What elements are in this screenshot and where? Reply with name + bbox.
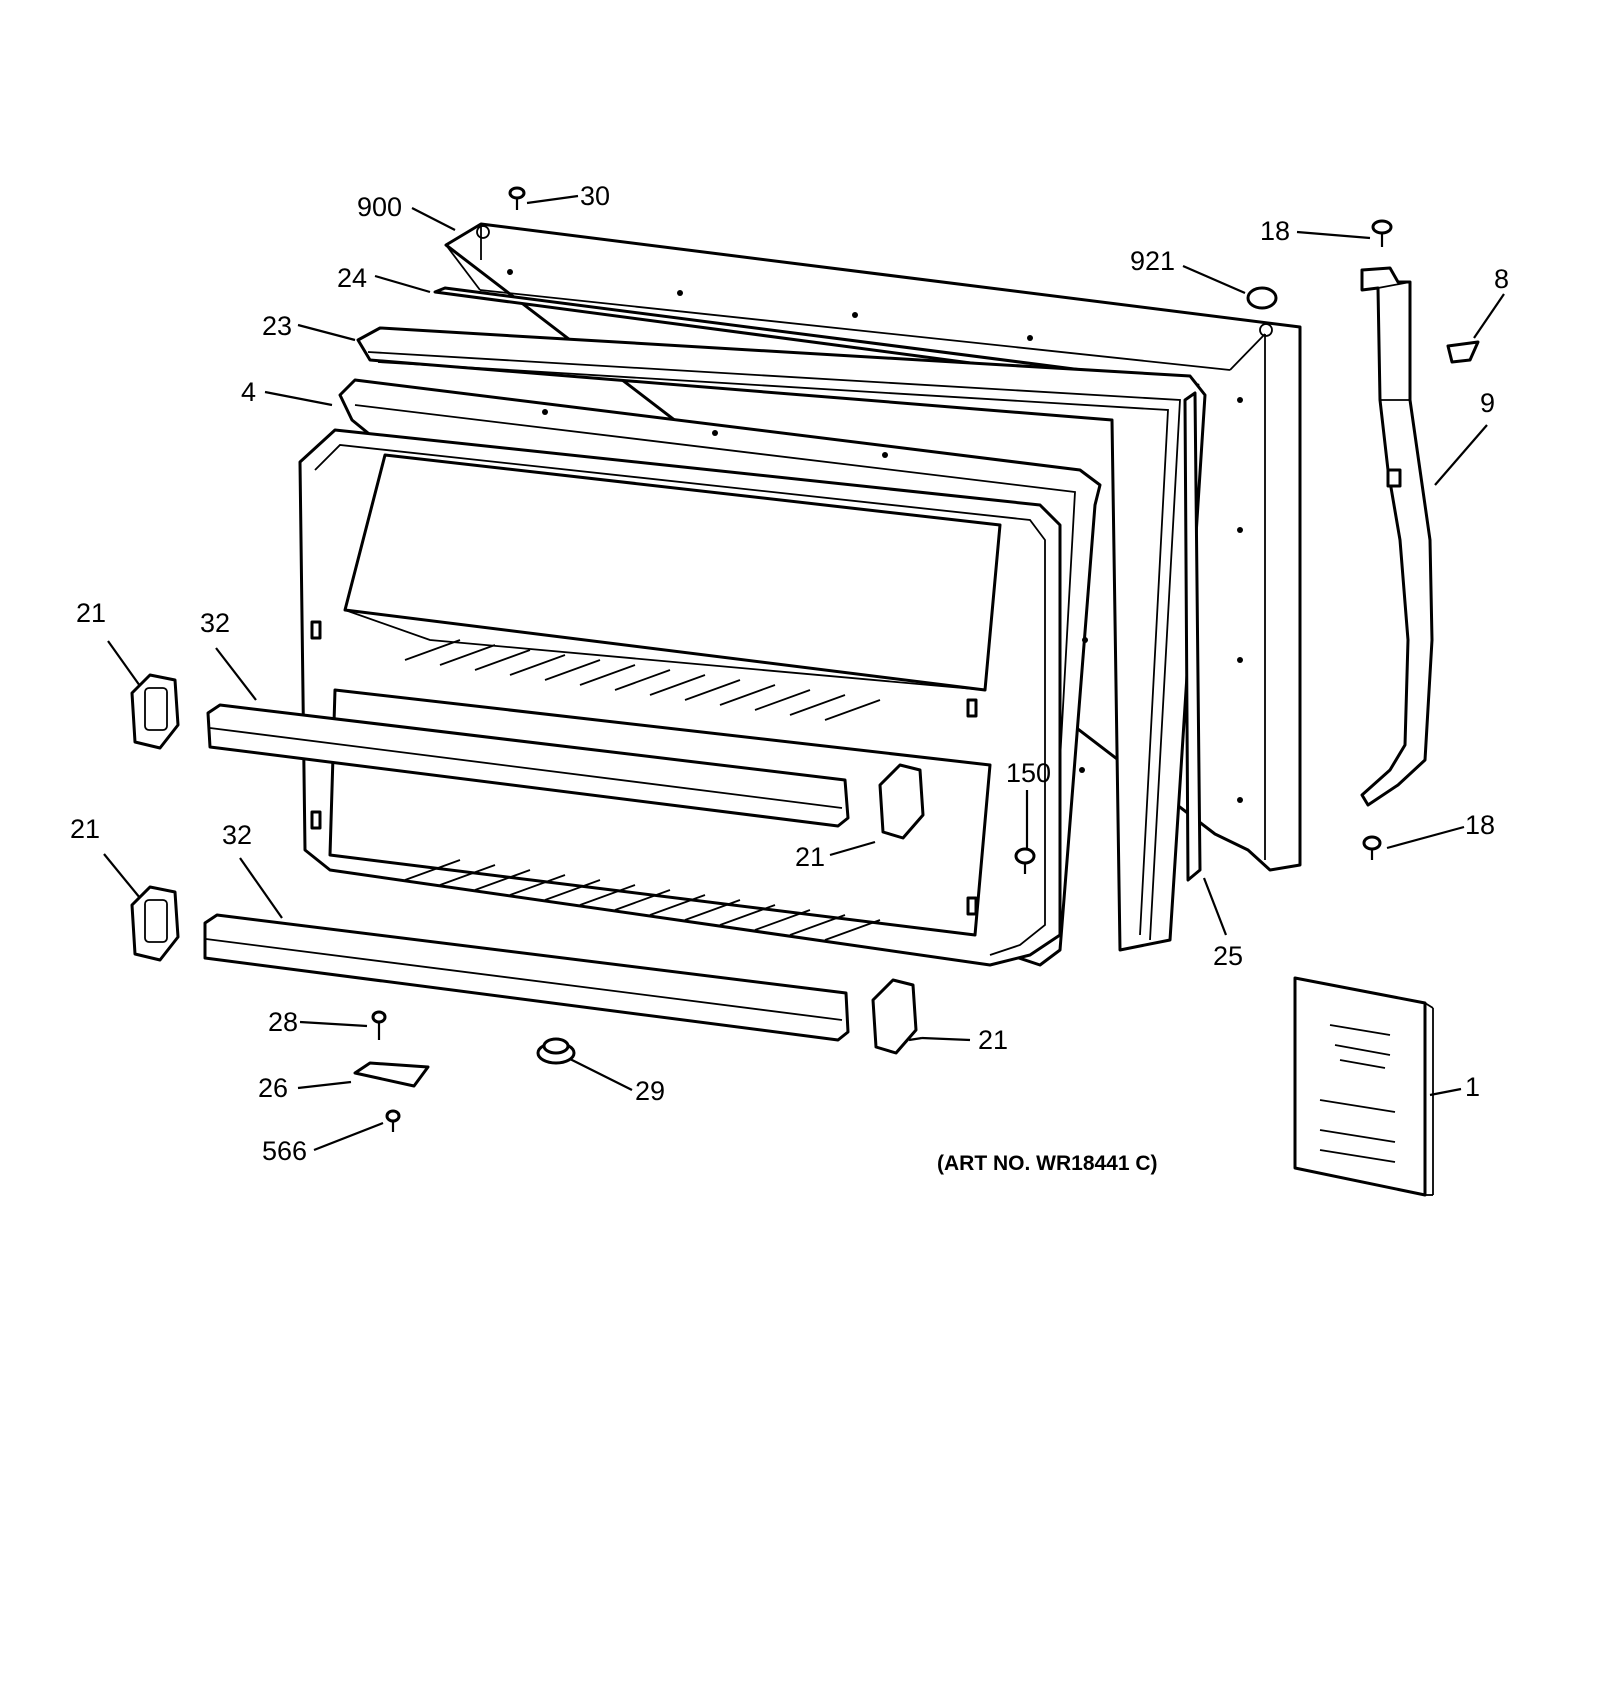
door-gasket (356, 326, 1207, 952)
callout-900: 900 (357, 192, 402, 222)
callout-21-middle: 21 (795, 842, 825, 872)
leader-lines (103, 194, 1505, 1152)
owners-manual-booklet (1293, 976, 1434, 1197)
screw-icon (508, 186, 526, 210)
screw-icon (1362, 835, 1382, 860)
callout-4: 4 (241, 377, 256, 407)
plug-button (536, 1037, 576, 1065)
shelf-end-cap (878, 763, 925, 840)
callout-30: 30 (580, 181, 610, 211)
door-shelf-bar-lower (203, 913, 850, 1042)
shelf-end-cap (130, 885, 180, 962)
shelf-end-cap (871, 978, 918, 1055)
callout-25: 25 (1213, 941, 1243, 971)
callout-921: 921 (1130, 246, 1175, 276)
callout-21-lower-left: 21 (70, 814, 100, 844)
side-seal-strip (1183, 391, 1202, 882)
shelf-end-cap (130, 673, 180, 750)
callout-18-bottom: 18 (1465, 810, 1495, 840)
screw-icon (371, 1010, 387, 1040)
handle-clip (1446, 340, 1480, 364)
screw-icon (1014, 847, 1036, 874)
callout-29: 29 (635, 1076, 665, 1106)
plug-button (1246, 286, 1278, 310)
callout-28: 28 (268, 1007, 298, 1037)
callout-32-lower: 32 (222, 820, 252, 850)
callout-21-upper-left: 21 (76, 598, 106, 628)
hinge-plate (353, 1061, 430, 1088)
callout-24: 24 (337, 263, 367, 293)
callout-26: 26 (258, 1073, 288, 1103)
callout-1: 1 (1465, 1072, 1480, 1102)
callout-32-upper: 32 (200, 608, 230, 638)
door-shelf-bar-upper (206, 703, 850, 828)
callout-21-lower-right: 21 (978, 1025, 1008, 1055)
callout-8: 8 (1494, 264, 1509, 294)
callout-labels: 900 30 24 23 4 921 18 8 9 21 32 21 32 15… (70, 181, 1509, 1166)
callout-9: 9 (1480, 388, 1495, 418)
callout-23: 23 (262, 311, 292, 341)
door-inner-tub (298, 428, 1062, 967)
screw-icon (385, 1109, 401, 1132)
handle-assembly (1360, 266, 1434, 807)
art-number: (ART NO. WR18441 C) (937, 1152, 1158, 1175)
callout-566: 566 (262, 1136, 307, 1166)
screw-icon (1371, 219, 1393, 247)
callout-150: 150 (1006, 758, 1051, 788)
callout-18-top: 18 (1260, 216, 1290, 246)
